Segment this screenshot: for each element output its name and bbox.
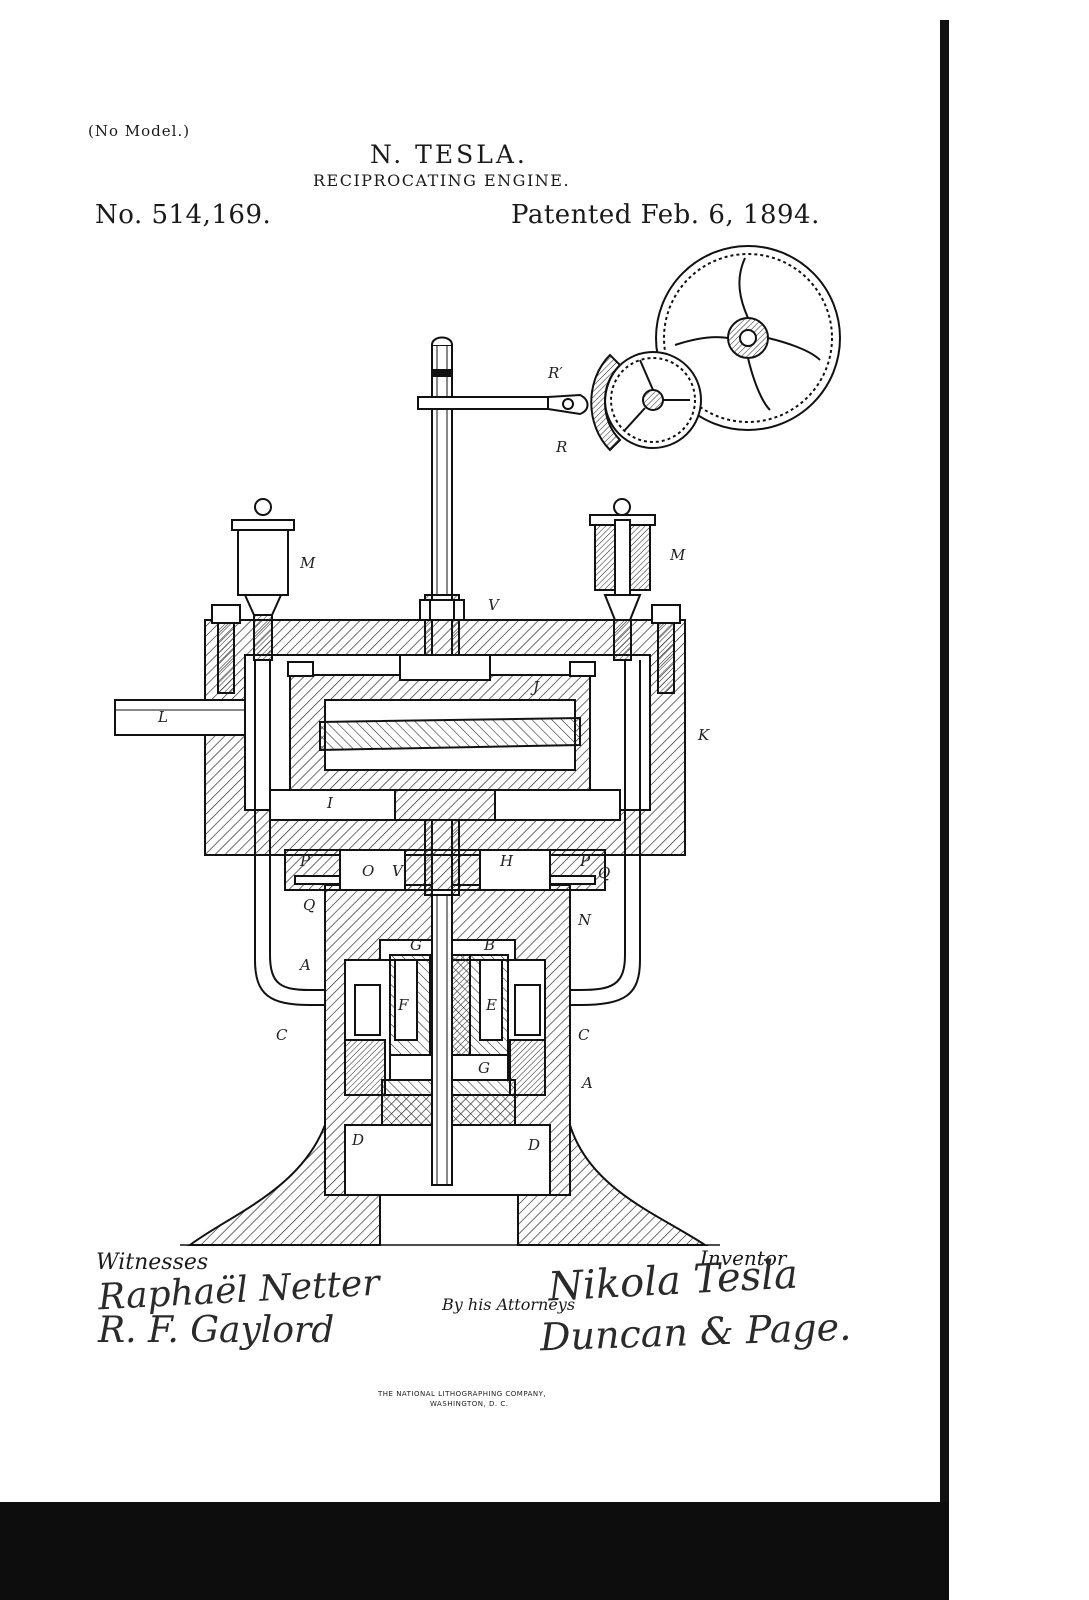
- cross-arm: [417, 396, 549, 410]
- attorneys-label: By his Attorneys: [442, 1295, 576, 1314]
- right-tube: [570, 660, 641, 1006]
- scan-edge-right: [940, 20, 949, 1600]
- label-G-bottom: G: [478, 1059, 490, 1077]
- label-D-left: D: [351, 1131, 364, 1149]
- patent-number: No. 514,169.: [95, 200, 272, 230]
- label-C-right: C: [578, 1026, 590, 1044]
- patent-date: Patented Feb. 6, 1894.: [511, 200, 820, 230]
- printer-line-1: THE NATIONAL LITHOGRAPHING COMPANY,: [378, 1390, 547, 1398]
- witnesses-label: Witnesses: [96, 1250, 209, 1275]
- patent-title: RECIPROCATING ENGINE.: [313, 171, 571, 190]
- left-oil-cup: [231, 498, 295, 661]
- label-G-top: G: [410, 936, 422, 954]
- label-D-right: D: [527, 1136, 540, 1154]
- label-E: E: [485, 996, 497, 1014]
- label-V-mid: V: [392, 862, 405, 880]
- reference-letters: R′ R M M V L J K I P O V H P Q Q N G B A…: [157, 364, 710, 1154]
- label-F: F: [397, 996, 409, 1014]
- label-P-right: P: [579, 852, 591, 870]
- label-L: L: [157, 708, 168, 726]
- label-M-left: M: [299, 554, 316, 572]
- inventor-name: N. TESLA.: [370, 140, 528, 169]
- label-H: H: [499, 852, 514, 870]
- label-R-prime: R′: [547, 364, 563, 382]
- label-Q-left: Q: [303, 896, 315, 914]
- label-V-top: V: [488, 596, 501, 614]
- label-C-left: C: [276, 1026, 288, 1044]
- inventor-label: Inventor: [700, 1246, 787, 1270]
- label-B: B: [483, 936, 495, 954]
- label-N: N: [577, 911, 592, 929]
- left-tube: [254, 660, 325, 1006]
- model-note: (No Model.): [88, 122, 191, 140]
- label-Q-right: Q: [598, 864, 610, 882]
- large-gear: [655, 245, 841, 431]
- inlet-pipe: [114, 699, 246, 736]
- printer-line-2: WASHINGTON, D. C.: [430, 1400, 509, 1408]
- label-O: O: [362, 862, 374, 880]
- witness-signature-2: R. F. Gaylord: [98, 1310, 335, 1351]
- label-K: K: [697, 726, 710, 744]
- label-A-right: A: [580, 1074, 593, 1092]
- ratchet-pawl: [590, 353, 622, 452]
- scan-edge-bottom: [0, 1502, 949, 1600]
- label-J: J: [530, 678, 540, 696]
- label-A-left: A: [298, 956, 311, 974]
- label-P-left: P: [299, 852, 311, 870]
- right-oil-cup: [589, 498, 656, 661]
- label-M-right: M: [669, 546, 686, 564]
- label-I: I: [326, 794, 334, 812]
- label-R: R: [555, 438, 567, 456]
